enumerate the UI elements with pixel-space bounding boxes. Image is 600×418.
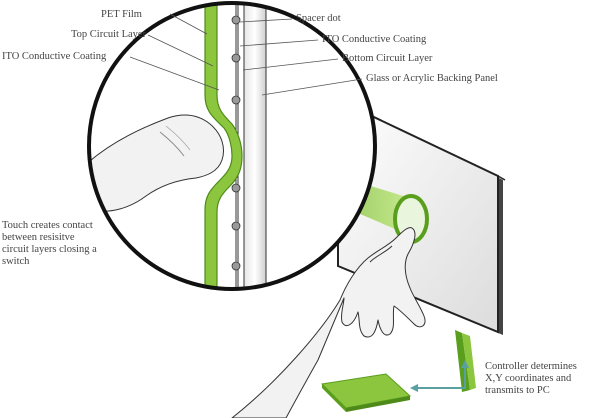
label-backing-panel: Glass or Acrylic Backing Panel (366, 73, 498, 84)
hand (231, 227, 426, 418)
top-circuit-layer-shape (204, 3, 243, 289)
label-controller-note: Controller determines X,Y coordinates an… (485, 361, 577, 396)
ribbon-cable (455, 330, 476, 392)
label-pet-film: PET Film (101, 9, 142, 20)
data-arrow (410, 360, 469, 392)
label-top-circuit-layer: Top Circuit Layer (71, 29, 147, 40)
label-spacer-dot: Spacer dot (296, 13, 341, 24)
label-ito-coating-left: ITO Conductive Coating (2, 51, 107, 62)
controller-board (320, 373, 412, 412)
leader-lines (129, 13, 363, 96)
label-ito-coating-right: ITO Conductive Coating (322, 34, 427, 45)
spacer-dots (231, 15, 241, 271)
magnified-view (87, 1, 377, 291)
label-bottom-circuit-layer: Bottom Circuit Layer (342, 53, 433, 64)
label-touch-note: Touch creates contact between resisitve … (2, 220, 97, 267)
